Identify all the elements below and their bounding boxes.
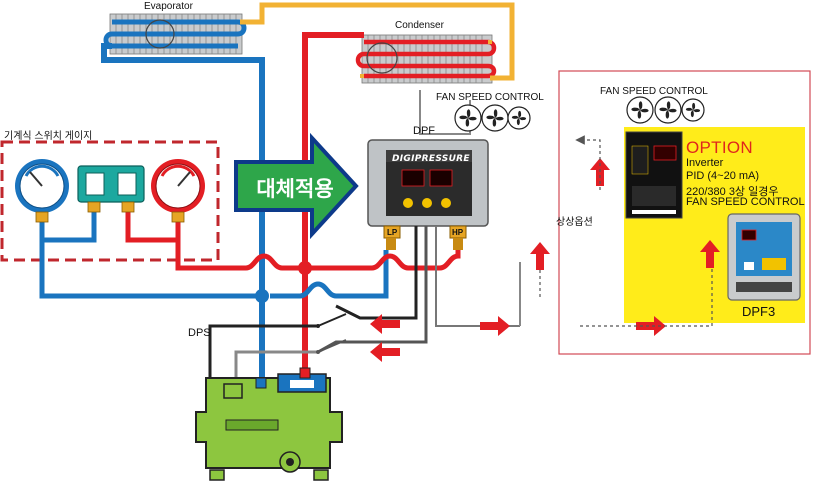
hp-port-label: HP [452,228,464,237]
condenser-label: Condenser [395,20,444,31]
option-line-inverter: Inverter [686,157,724,169]
option-line-3phase: 220/380 3상 일경우 [686,186,779,198]
high-pressure-gauge [151,159,205,223]
fan-speed-control-top-label: FAN SPEED CONTROL [436,92,544,103]
dpf-device [367,139,489,250]
condenser-outlet-line [240,2,515,81]
lp-port-label: LP [387,228,398,237]
dpf-label: DPF [413,125,435,137]
fan-speed-control-option-label: FAN SPEED CONTROL [600,86,708,97]
low-pressure-gauge [15,159,69,223]
replacement-label: 대체적용 [256,177,334,201]
mechanical-gauge-box [0,140,220,262]
option-frame [558,70,811,355]
mechanical-switch-gauge-label: 기계식 스위치 게이지 [4,131,93,142]
compressor [195,367,343,481]
fan-icons-main [454,104,531,132]
dpf-brand-text: DIGIPRESSURE [392,154,470,164]
option-title: OPTION [686,138,753,157]
condenser-coil [355,34,497,84]
fan-speed-controller [625,131,683,219]
replacement-arrow [234,132,359,240]
manifold-valve [77,165,145,213]
dpf3-device [727,213,801,301]
fan-icons-option [626,96,705,124]
evaporator-coil [103,13,247,55]
option-line-fan-speed: FAN SPEED CONTROL [686,196,805,208]
suction-junction [255,289,269,303]
dps-label: DPS [188,327,211,339]
discharge-junction [298,261,312,275]
dpf-wire [317,226,428,354]
dps-switch [316,313,347,354]
option-line-pid: PID (4~20 mA) [686,170,760,182]
evaporator-label: Evaporator [144,1,193,12]
option-selection-label: 상상옵션 [556,217,593,228]
dpf3-label: DPF3 [742,304,776,319]
